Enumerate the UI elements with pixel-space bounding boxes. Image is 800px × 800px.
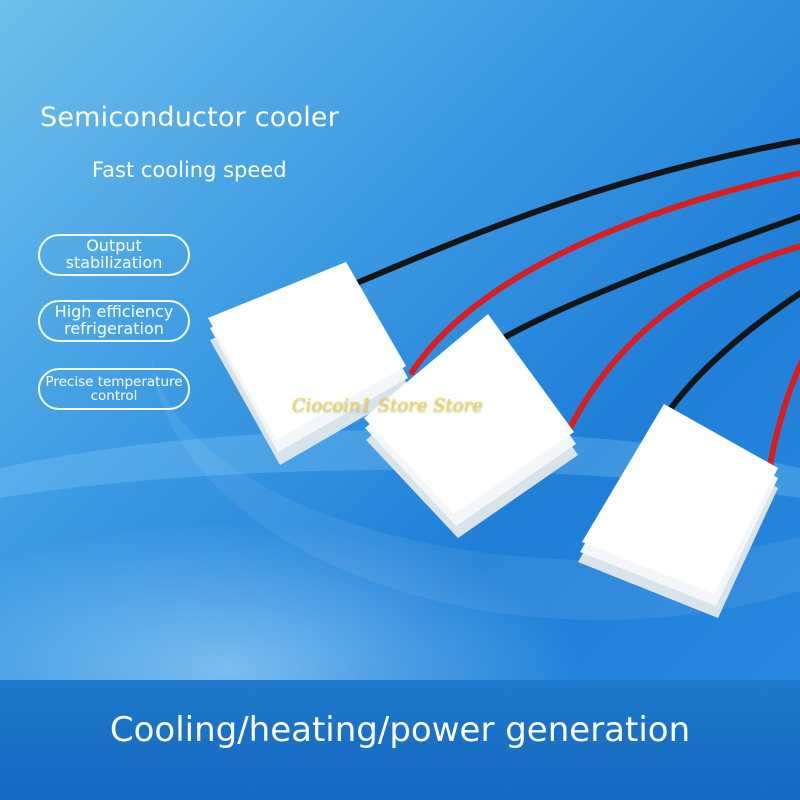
feature-pill-line: stabilization [65, 253, 163, 272]
wire-black-1 [349, 137, 800, 288]
wire-black-2 [497, 213, 800, 343]
feature-pill-line: Output [86, 236, 142, 256]
wire-red-1 [409, 170, 800, 375]
banner-text: Cooling/heating/power generation [109, 710, 691, 750]
feature-pill-line: control [90, 388, 138, 404]
peltier-module-1 [208, 262, 410, 465]
feature-pill-line: refrigeration [64, 319, 164, 338]
headline: Semiconductor cooler [40, 102, 340, 133]
peltier-module-2 [364, 314, 578, 538]
store-watermark: Ciocoin1 Store Store [292, 395, 483, 416]
feature-pill-high-efficiency: High efficiency refrigeration [38, 300, 190, 342]
wire-black-3 [661, 289, 800, 421]
feature-pill-output-stabilization: Output stabilization [38, 234, 190, 276]
feature-pill-line: Precise temperature [45, 373, 183, 390]
feature-pill-line: High efficiency [54, 302, 174, 322]
subheadline: Fast cooling speed [92, 158, 287, 182]
feature-pill-precise-temperature: Precise temperature control [38, 368, 190, 410]
peltier-module-3 [578, 404, 778, 618]
wire-red-3 [765, 358, 800, 481]
wire-red-2 [567, 243, 800, 431]
bottom-banner: Cooling/heating/power generation [0, 680, 800, 800]
